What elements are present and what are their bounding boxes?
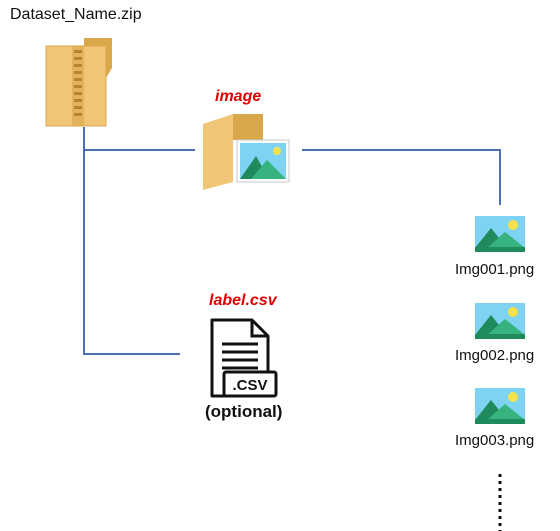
label-file-label: label.csv — [209, 292, 277, 309]
image-folder-label: image — [215, 88, 262, 105]
image-file-name: Img002.png — [455, 347, 535, 364]
label-file-note: (optional) — [205, 402, 283, 421]
image-file-name: Img003.png — [455, 432, 535, 449]
image-icon — [475, 303, 525, 339]
zip-folder-icon — [45, 38, 112, 127]
csv-file-icon: .CSV — [210, 318, 278, 398]
connector-image-to-files — [302, 149, 501, 205]
image-file-name: Img001.png — [455, 261, 535, 278]
connector-archive-to-image — [83, 127, 195, 151]
image-folder-icon — [203, 114, 290, 190]
image-icon — [475, 216, 525, 252]
archive-name: Dataset_Name.zip — [10, 6, 142, 23]
image-icon — [475, 388, 525, 424]
csv-badge-text: .CSV — [232, 377, 267, 394]
connector-archive-to-label — [83, 150, 180, 355]
